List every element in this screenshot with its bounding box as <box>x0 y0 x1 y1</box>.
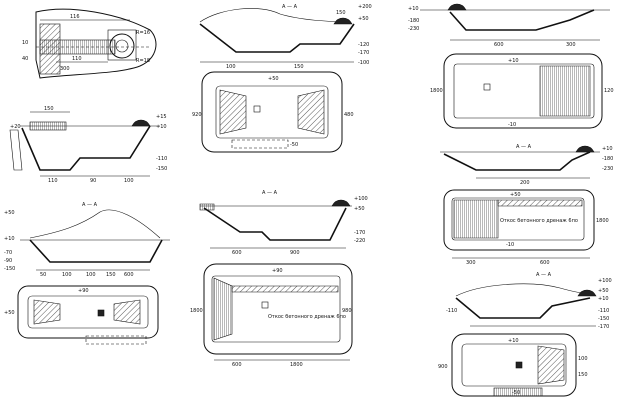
dim-tm-150: 150 <box>336 10 346 16</box>
dim-mr-m230: -230 <box>602 166 613 172</box>
drawing-bottom-right: A — A +100 +50 +10 -110 -150 -170 -110 +… <box>438 272 612 397</box>
dim-ml-110: 110 <box>48 178 58 184</box>
dim-tr-plan-m10: -10 <box>508 122 516 128</box>
dim-tm-plan-m50: -50 <box>290 142 298 148</box>
label-bl-section: A — A <box>82 202 98 208</box>
drawing-center: A — A +100 +50 -170 -220 600 900 Откос б… <box>190 190 368 368</box>
dim-tr-300: 300 <box>566 42 576 48</box>
dim-tl-r18: R=18 <box>136 58 150 64</box>
dim-bl-100a: 100 <box>62 272 72 278</box>
dim-c-900: 900 <box>290 250 300 256</box>
dim-c-plan-1800b: 1800 <box>290 362 303 368</box>
dim-tr-p10: +10 <box>408 6 419 12</box>
dim-c-plan-600: 600 <box>232 362 242 368</box>
dim-mr-200: 200 <box>520 180 530 186</box>
dim-bl-p50: +50 <box>4 210 15 216</box>
text-c-drainage: Откос бетонного дренаж 6по <box>268 314 346 320</box>
dim-bl-plan-p90: +90 <box>78 288 89 294</box>
dim-mr-plan-300: 300 <box>466 260 476 266</box>
dim-br-p100: +100 <box>598 278 612 284</box>
dim-mr-m180: -180 <box>602 156 613 162</box>
dim-br-plan-150: 150 <box>578 372 588 378</box>
dim-ml-m150: -150 <box>156 166 167 172</box>
dim-tm-p50: +50 <box>358 16 369 22</box>
dim-tl-r16: R=16 <box>136 30 150 36</box>
dim-mr-plan-p50: +50 <box>510 192 521 198</box>
text-mr-drainage: Откос бетонного дренаж 6по <box>500 218 578 224</box>
dim-c-m170: -170 <box>354 230 365 236</box>
dim-tm-plan-480: 480 <box>344 112 354 118</box>
dim-ml-p20: +20 <box>10 124 21 130</box>
dim-tm-100: 100 <box>226 64 236 70</box>
drawing-top-right: +10 -180 -230 600 300 +10 -10 1800 120 <box>408 3 614 129</box>
dim-mr-plan-600: 600 <box>540 260 550 266</box>
dim-mr-plan-1800: 1800 <box>596 218 609 224</box>
dim-ml-150: 150 <box>44 106 54 112</box>
dim-tm-m120: -120 <box>358 42 369 48</box>
dim-tl-110: 110 <box>72 56 82 62</box>
drawing-bottom-left: A — A +50 +10 -70 -90 -150 50 100 100 15… <box>4 202 170 345</box>
dim-br-m110: -110 <box>598 308 609 314</box>
dim-ml-p15: +15 <box>156 114 167 120</box>
dim-mr-plan-m10: -10 <box>506 242 514 248</box>
dim-tr-plan-p10: +10 <box>508 58 519 64</box>
dim-c-plan-1800a: 1800 <box>190 308 203 314</box>
drawing-top-mid: A — A +200 +50 150 -120 -170 100 150 -10… <box>192 4 372 153</box>
dim-c-p100: +100 <box>354 196 368 202</box>
label-tm-section: A — A <box>282 4 298 10</box>
dim-ml-m110: -110 <box>156 156 167 162</box>
dim-bl-m150: -150 <box>4 266 15 272</box>
dim-br-m110b: -110 <box>446 308 457 314</box>
drawing-top-left-plan: R=16 R=18 110 116 10 300 40 <box>22 8 157 79</box>
dim-bl-m90: -90 <box>4 258 12 264</box>
dim-bl-100b: 100 <box>86 272 96 278</box>
dim-tr-m230: -230 <box>408 26 419 32</box>
dim-ml-100: 100 <box>124 178 134 184</box>
dim-c-600: 600 <box>232 250 242 256</box>
dim-ml-90: 90 <box>90 178 96 184</box>
dim-bl-m70: -70 <box>4 250 12 256</box>
dim-br-m150: -150 <box>598 316 609 322</box>
dim-br-plan-p10: +10 <box>508 338 519 344</box>
dim-tl-40: 40 <box>22 56 28 62</box>
dim-tm-150b: 150 <box>294 64 304 70</box>
dim-c-p50: +50 <box>354 206 365 212</box>
label-mr-section: A — A <box>516 144 532 150</box>
drawing-mid-left-section: 150 +15 +10 +20 -110 -150 110 90 100 <box>9 106 167 184</box>
dim-tm-p200: +200 <box>358 4 372 10</box>
dim-bl-p10: +10 <box>4 236 15 242</box>
dim-tm-m100: -100 <box>358 60 369 66</box>
dim-tl-116: 116 <box>70 14 80 20</box>
dim-c-plan-p90: +90 <box>272 268 283 274</box>
dim-c-plan-980: 980 <box>342 308 352 314</box>
dim-br-plan-900: 900 <box>438 364 448 370</box>
dim-bl-600: 600 <box>124 272 134 278</box>
dim-tm-plan-p50: +50 <box>268 76 279 82</box>
dim-bl-150: 150 <box>106 272 116 278</box>
dim-br-plan-m50: -50 <box>512 390 520 396</box>
dim-tr-plan-1800: 1800 <box>430 88 443 94</box>
dim-tm-plan-920: 920 <box>192 112 202 118</box>
dim-br-p50: +50 <box>598 288 609 294</box>
dim-bl-plan-p50: +50 <box>4 310 15 316</box>
dim-tm-m170: -170 <box>358 50 369 56</box>
dim-mr-p10: +10 <box>602 146 613 152</box>
drawing-mid-right: A — A +10 -180 -230 200 Откос бетонного … <box>440 144 613 266</box>
dim-c-m220: -220 <box>354 238 365 244</box>
dim-br-p10: +10 <box>598 296 609 302</box>
dim-br-m170: -170 <box>598 324 609 330</box>
dim-tr-600: 600 <box>494 42 504 48</box>
label-br-section: A — A <box>536 272 552 278</box>
dim-tl-300: 300 <box>60 66 70 72</box>
dim-tr-plan-120: 120 <box>604 88 614 94</box>
dim-ml-p10: +10 <box>156 124 167 130</box>
dim-br-plan-100: 100 <box>578 356 588 362</box>
label-c-section: A — A <box>262 190 278 196</box>
dim-tr-m180: -180 <box>408 18 419 24</box>
dim-tl-10: 10 <box>22 40 28 46</box>
dim-bl-50: 50 <box>40 272 46 278</box>
